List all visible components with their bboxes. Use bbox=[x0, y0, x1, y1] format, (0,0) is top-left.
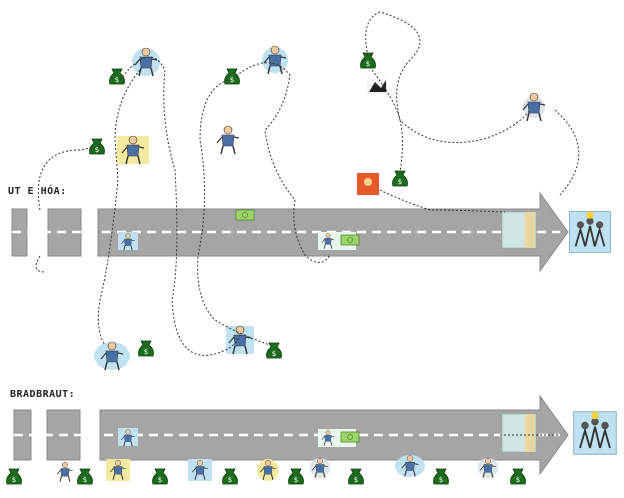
bottom-route-label: BRADBRAUT: bbox=[10, 389, 76, 400]
top-clipart-8-icon bbox=[226, 325, 254, 355]
bottom-road bbox=[13, 394, 569, 476]
top-clipart-2-icon bbox=[262, 45, 288, 75]
top-road-walker-icon bbox=[118, 232, 138, 251]
top-finish-crowd-icon bbox=[568, 210, 612, 254]
bottom-road-gate-side bbox=[525, 414, 535, 452]
top-dashed-paths bbox=[35, 11, 580, 356]
top-person-cliparts bbox=[94, 45, 546, 371]
top-clipart-7-icon bbox=[94, 341, 130, 371]
top-clipart-1-icon bbox=[132, 47, 160, 77]
top-road-cash-icon bbox=[235, 209, 255, 221]
bottom-finish-crowd-icon bbox=[572, 410, 618, 456]
top-money-bags bbox=[89, 52, 408, 359]
top-clipart-5-icon bbox=[367, 78, 387, 94]
top-orange-panel-icon bbox=[357, 173, 379, 195]
top-clipart-3-icon bbox=[117, 135, 149, 165]
bottom-road-walker-icon bbox=[118, 428, 138, 447]
top-road bbox=[11, 191, 569, 273]
top-route-label: UT E HÓA: bbox=[8, 186, 67, 197]
top-clipart-4-icon bbox=[216, 125, 240, 155]
top-road-runner-icon bbox=[318, 232, 360, 250]
top-road-gate-side bbox=[525, 212, 535, 248]
bottom-road-runner-icon bbox=[318, 429, 360, 447]
top-clipart-6-icon bbox=[522, 92, 546, 122]
bottom-clipart-row bbox=[6, 454, 526, 485]
